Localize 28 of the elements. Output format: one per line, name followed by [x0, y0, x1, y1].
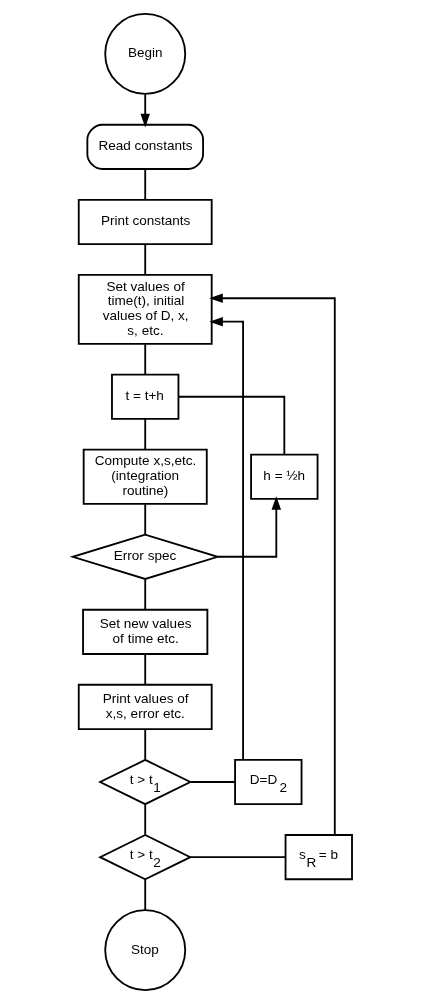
connector — [143, 577, 146, 610]
node-diamond: Error spec — [69, 533, 221, 580]
node-box: Print constants — [77, 198, 213, 245]
connector — [143, 803, 146, 836]
node-box: h = ½h — [249, 453, 318, 500]
connector — [143, 243, 146, 276]
node-box: Read constants — [85, 123, 204, 170]
connector — [188, 780, 236, 783]
connector — [143, 502, 146, 535]
connector — [143, 878, 146, 911]
node-box: Compute x,s,etc. (integration routine) — [82, 448, 208, 505]
node-circle: Stop — [103, 908, 186, 991]
connector — [143, 652, 146, 685]
node-box: t = t+h — [110, 373, 179, 420]
arrow — [139, 93, 150, 127]
connector — [143, 417, 146, 450]
node-box: Set new values of time etc. — [81, 608, 208, 655]
node-box: Set values of time(t), initial values of D, x, s, etc. — [77, 273, 213, 345]
arrow — [208, 293, 336, 836]
connector — [143, 342, 146, 375]
connector — [188, 855, 286, 858]
connector — [177, 395, 285, 455]
arrow — [208, 316, 244, 761]
connector — [143, 728, 146, 760]
node-box: Print values of x,s, error etc. — [77, 683, 213, 730]
node-circle: Begin — [103, 12, 186, 95]
connector — [143, 167, 146, 200]
arrow — [216, 495, 281, 558]
